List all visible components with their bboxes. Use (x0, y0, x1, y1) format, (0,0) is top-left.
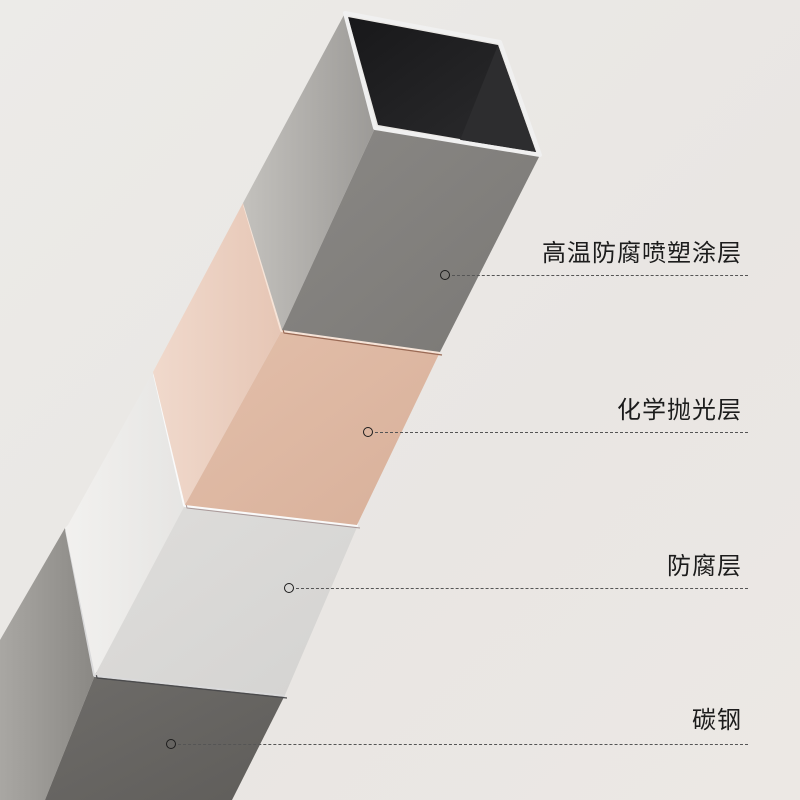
callout-label: 化学抛光层 (617, 396, 742, 424)
powder-coating-segment (243, 11, 542, 352)
leader-line (375, 432, 748, 433)
callout-label: 高温防腐喷塑涂层 (542, 239, 742, 267)
leader-line (452, 275, 748, 276)
callout-label: 防腐层 (667, 552, 742, 580)
carbon-steel-segment (0, 528, 288, 800)
marker-dot (284, 583, 294, 593)
marker-dot (166, 739, 176, 749)
callout-powder-coating: 高温防腐喷塑涂层 (0, 230, 800, 290)
callout-carbon-steel: 碳钢 (0, 699, 800, 759)
marker-dot (440, 270, 450, 280)
callout-label: 碳钢 (692, 706, 742, 734)
leader-line (178, 744, 748, 745)
marker-dot (363, 427, 373, 437)
callout-anticorrosion: 防腐层 (0, 543, 800, 603)
leader-line (296, 588, 748, 589)
callout-chemical-polish: 化学抛光层 (0, 387, 800, 447)
